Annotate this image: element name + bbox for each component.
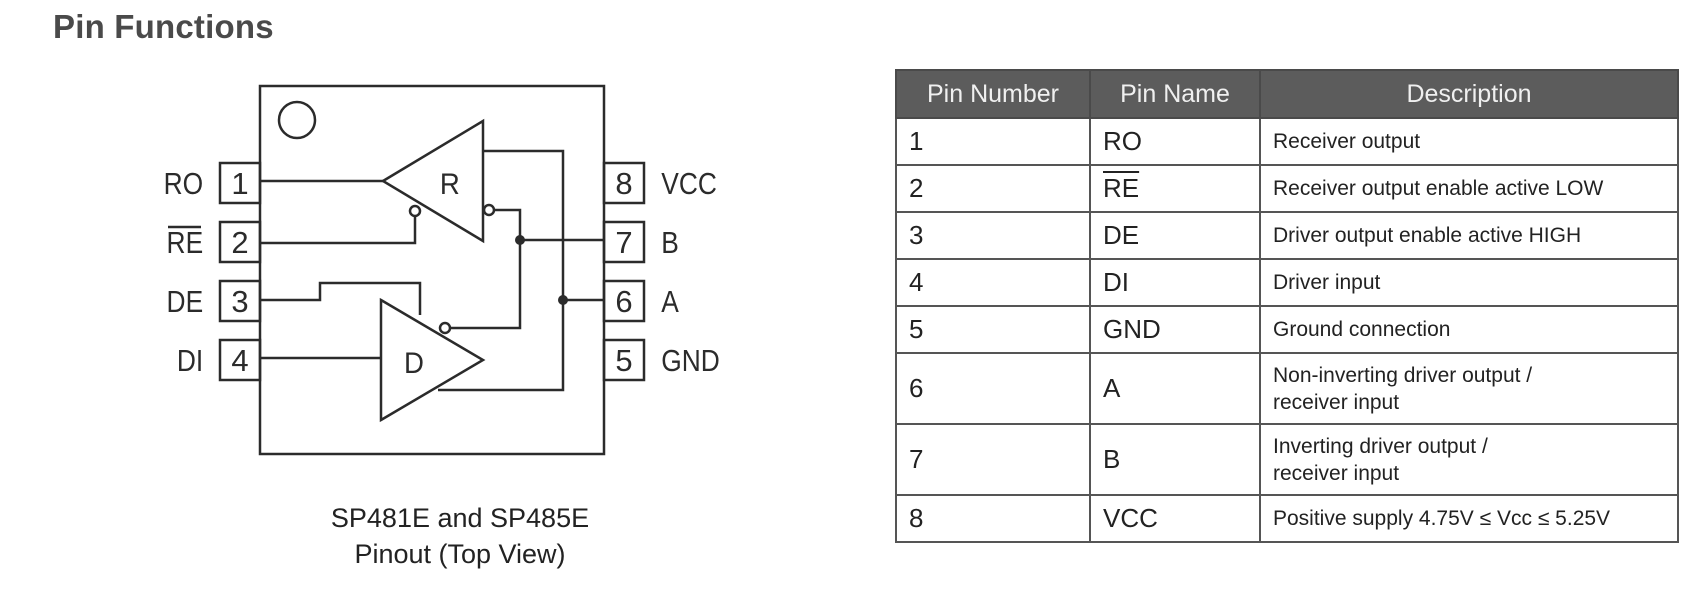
pin-label-a: A xyxy=(661,285,679,319)
wire-de xyxy=(260,281,422,315)
pin-number-2: 2 xyxy=(231,225,248,260)
caption-line-2: Pinout (Top View) xyxy=(354,539,566,569)
pin-name-cell: DE xyxy=(1089,211,1261,260)
description-line-1: Non-inverting driver output / xyxy=(1273,363,1533,387)
pin-number-cell: 8 xyxy=(895,494,1091,543)
pin-number-cell: 2 xyxy=(895,164,1091,213)
re-inversion-bubble-icon xyxy=(408,204,422,218)
pin-label-gnd: GND xyxy=(661,344,720,378)
diagram-caption: SP481E and SP485E Pinout (Top View) xyxy=(250,500,670,572)
description-cell: Receiver output xyxy=(1259,117,1679,166)
junction-b-icon xyxy=(515,235,525,245)
wire-re xyxy=(260,216,417,245)
pin-label-re: RE xyxy=(167,226,204,260)
description-cell: Inverting driver output / receiver input xyxy=(1259,423,1679,496)
pinout-diagram: R D 1 2 3 4 RO RE DE DI 8 7 6 5 VCC B A … xyxy=(164,84,720,456)
header-description: Description xyxy=(1259,69,1679,119)
receiver-buffer xyxy=(380,118,485,244)
page-title: Pin Functions xyxy=(53,8,274,45)
pin-label-vcc: VCC xyxy=(661,167,717,201)
pin-name-cell: VCC xyxy=(1089,494,1261,543)
pin-box-4 xyxy=(218,338,262,382)
description-cell: Non-inverting driver output / receiver in… xyxy=(1259,352,1679,425)
description-cell: Positive supply 4.75V ≤ Vcc ≤ 5.25V xyxy=(1259,494,1679,543)
description-line-2: receiver input xyxy=(1273,461,1400,485)
pin-label-ro: RO xyxy=(164,167,203,201)
pin-name-cell: RE xyxy=(1089,164,1261,213)
ic-package-body xyxy=(258,84,606,456)
pin-name-cell: RO xyxy=(1089,117,1261,166)
pin-number-cell: 4 xyxy=(895,258,1091,307)
wire-a-internal xyxy=(438,149,565,392)
description-line-1: Ground connection xyxy=(1273,318,1451,341)
pin-number-cell: 1 xyxy=(895,117,1091,166)
pin-label-di: DI xyxy=(177,344,203,378)
junction-a-icon xyxy=(558,295,568,305)
pin-label-de: DE xyxy=(167,285,204,319)
description-line-1: Driver output enable active HIGH xyxy=(1273,224,1582,247)
description-line-1: Inverting driver output / xyxy=(1273,434,1488,458)
driver-buffer xyxy=(379,297,486,423)
table-header-row: Pin Number Pin Name Description xyxy=(895,69,1679,119)
pin-number-6: 6 xyxy=(615,284,632,319)
pin-box-7 xyxy=(602,220,646,264)
header-pin-number: Pin Number xyxy=(895,69,1091,119)
description-cell: Driver output enable active HIGH xyxy=(1259,211,1679,260)
pin-number-cell: 6 xyxy=(895,352,1091,425)
driver-label: D xyxy=(404,347,424,380)
pin1-indicator-icon xyxy=(277,100,317,140)
pin-number-7: 7 xyxy=(615,225,632,260)
receiver-label: R xyxy=(440,168,460,201)
pin-box-8 xyxy=(602,161,646,205)
pin-number-1: 1 xyxy=(231,166,248,201)
description-line-1: Receiver output enable active LOW xyxy=(1273,177,1604,200)
pin-number-cell: 7 xyxy=(895,423,1091,496)
description-line-2: receiver input xyxy=(1273,390,1400,414)
pin-number-5: 5 xyxy=(615,343,632,378)
description-line-1: Receiver output xyxy=(1273,130,1421,153)
description-line-1: Driver input xyxy=(1273,271,1381,294)
header-pin-name: Pin Name xyxy=(1089,69,1261,119)
pin-label-b: B xyxy=(661,226,679,260)
pin-number-cell: 3 xyxy=(895,211,1091,260)
description-cell: Driver input xyxy=(1259,258,1679,307)
pin-name-cell: DI xyxy=(1089,258,1261,307)
description-cell: Ground connection xyxy=(1259,305,1679,354)
receiver-inverting-input-bubble-icon xyxy=(482,203,496,217)
driver-inverting-output-bubble-icon xyxy=(438,321,452,335)
pin-name-cell: B xyxy=(1089,423,1261,496)
description-cell: Receiver output enable active LOW xyxy=(1259,164,1679,213)
pin-name-cell: A xyxy=(1089,352,1261,425)
wire-b-internal xyxy=(450,208,522,330)
pin-number-3: 3 xyxy=(231,284,248,319)
pin-number-8: 8 xyxy=(615,166,632,201)
pin-number-cell: 5 xyxy=(895,305,1091,354)
pin-box-5 xyxy=(602,338,646,382)
description-line-1: Positive supply 4.75V ≤ Vcc ≤ 5.25V xyxy=(1273,507,1611,530)
pin-name-cell: GND xyxy=(1089,305,1261,354)
caption-line-1: SP481E and SP485E xyxy=(330,503,590,533)
pin-box-1 xyxy=(218,161,262,205)
pin-number-4: 4 xyxy=(231,343,248,378)
